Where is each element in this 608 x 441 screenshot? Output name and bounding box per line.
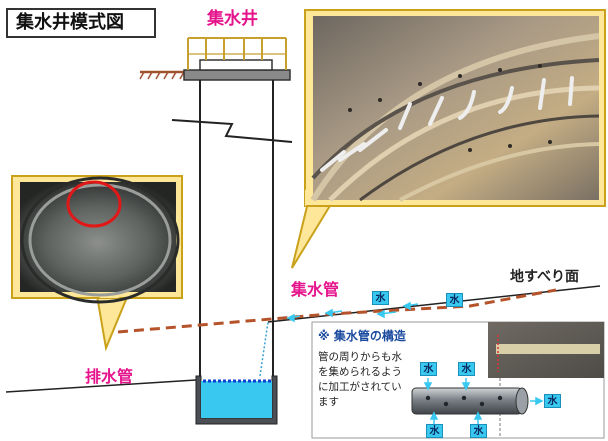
drain-pipe-line bbox=[5, 379, 197, 393]
diagram-title: 集水井模式図 bbox=[16, 12, 124, 33]
well-photo-callout bbox=[11, 175, 183, 352]
water-flow-arrows bbox=[286, 301, 419, 323]
well-water bbox=[195, 375, 278, 425]
water-badge: 水 bbox=[544, 394, 561, 408]
note-heading: ※ 集水管の構造 bbox=[318, 329, 406, 343]
ground-surface bbox=[139, 70, 190, 80]
label-collector-well: 集水井 bbox=[207, 9, 258, 29]
water-badge: 水 bbox=[470, 424, 487, 438]
well-shaft bbox=[199, 80, 274, 424]
label-collector-pipe: 集水管 bbox=[291, 280, 340, 299]
water-badge: 水 bbox=[446, 293, 463, 307]
water-badge: 水 bbox=[426, 424, 443, 438]
label-drain-pipe: 排水管 bbox=[85, 367, 134, 386]
title-frame bbox=[6, 8, 156, 38]
note-body: 管の周りからも水を集められるように加工がされています bbox=[318, 351, 402, 408]
note-panel bbox=[311, 321, 605, 439]
water-badge: 水 bbox=[458, 362, 475, 376]
break-line bbox=[171, 119, 293, 143]
collector-photo-callout bbox=[291, 9, 606, 269]
well-head bbox=[183, 37, 291, 81]
label-slip-surface: 地すべり面 bbox=[510, 269, 580, 285]
collector-pipe-line bbox=[259, 285, 601, 377]
water-badge: 水 bbox=[420, 362, 437, 376]
water-badge: 水 bbox=[372, 291, 389, 305]
collector-pipe-illustration bbox=[411, 378, 544, 424]
